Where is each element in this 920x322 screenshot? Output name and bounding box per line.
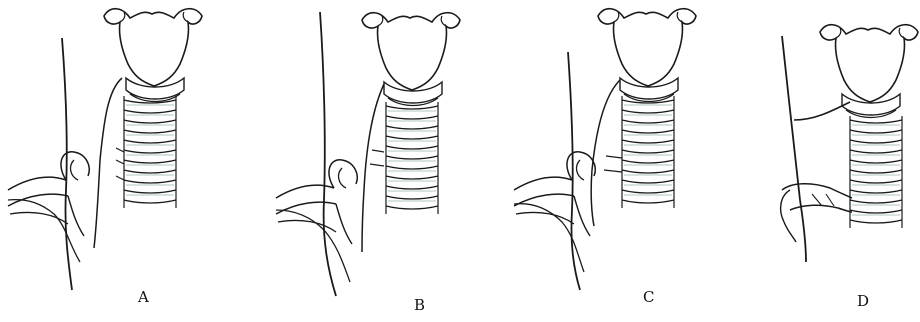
artery-loop-c: [514, 152, 595, 236]
panel-label-d: D: [857, 292, 870, 310]
trachea-a: [124, 96, 176, 208]
vagus-nerve-b: [320, 12, 336, 296]
larynx-c: [598, 9, 696, 102]
nerve-branches-a: [116, 148, 124, 180]
panel-a: [8, 9, 202, 290]
panel-label-c: C: [643, 288, 655, 306]
trachea-b: [386, 102, 438, 214]
artery-loop-b: [276, 160, 357, 244]
artery-marks-d: [812, 194, 834, 206]
vessel-outline-a: [8, 200, 80, 262]
panel-d: [781, 25, 918, 262]
artery-hook-d: [781, 190, 796, 242]
artery-loop-d-lower: [790, 205, 852, 212]
vagus-nerve-a: [62, 38, 72, 290]
panel-b: [276, 12, 460, 296]
nerve-branches-b: [370, 150, 384, 166]
panel-label-a: A: [138, 288, 149, 306]
panel-label-b: B: [414, 296, 426, 314]
larynx-a: [104, 9, 202, 102]
panel-c: [514, 9, 696, 290]
trachea-d: [850, 116, 902, 228]
laryngeal-nerve-c: [591, 80, 620, 226]
laryngeal-nerve-b: [362, 84, 384, 252]
vagus-nerve-d: [782, 36, 806, 262]
larynx-d: [820, 25, 918, 118]
artery-loop-a: [8, 152, 89, 236]
nerve-branches-c: [604, 156, 622, 172]
larynx-b: [362, 13, 460, 106]
laryngeal-nerve-a: [94, 78, 122, 248]
artery-loop-d-upper: [782, 184, 852, 198]
trachea-c: [622, 96, 674, 208]
